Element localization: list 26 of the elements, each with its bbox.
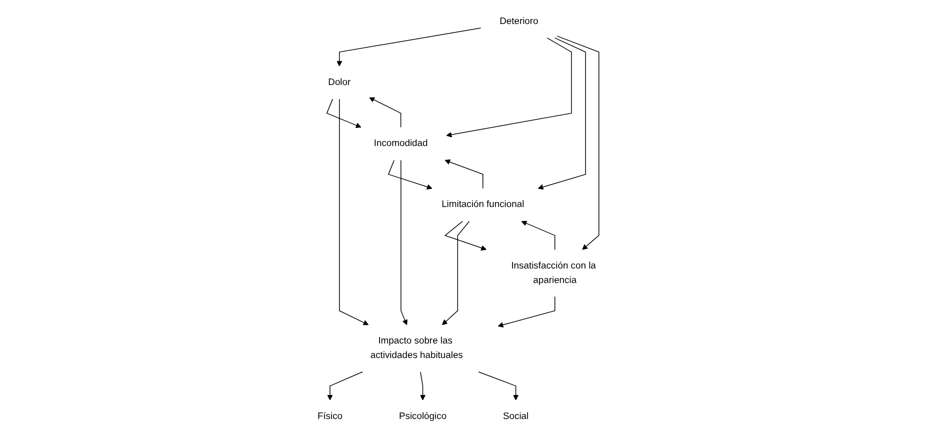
node-text: Incomodidad (374, 138, 428, 149)
arrow (369, 97, 402, 128)
arrow (498, 296, 556, 328)
arrow (420, 371, 426, 400)
arrow (326, 98, 362, 128)
node-text: Limitación funcional (442, 199, 524, 210)
node-text: Social (502, 410, 529, 422)
node-text: Impacto sobre las actividades habituales (370, 335, 463, 360)
node-text: Insatisfacción con la apariencia (511, 260, 596, 285)
arrow (446, 38, 572, 138)
arrow (388, 160, 432, 190)
arrow (538, 38, 586, 190)
arrow (339, 98, 369, 326)
arrow (327, 371, 363, 400)
arrow (400, 160, 408, 326)
arrow (556, 36, 600, 250)
arrow (442, 220, 470, 326)
arrow (336, 28, 482, 66)
arrow (521, 220, 556, 250)
arrow (478, 371, 519, 400)
node-text: Deterioro (500, 16, 538, 26)
node-text: Físico (317, 410, 343, 422)
node-text: Psicológico (398, 410, 447, 422)
arrow (444, 159, 484, 189)
node-text: Dolor (328, 76, 351, 88)
arrow (444, 220, 487, 251)
